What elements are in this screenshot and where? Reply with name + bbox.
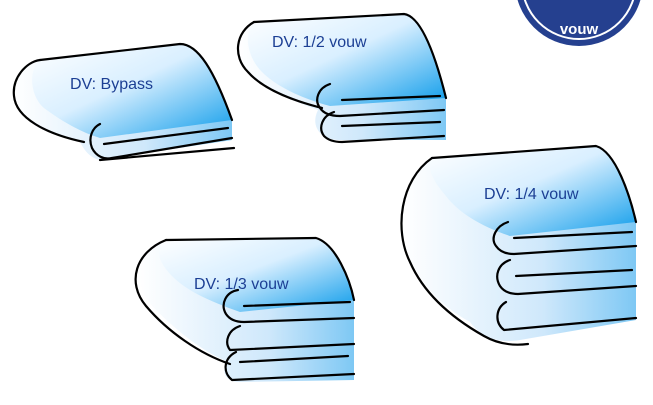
stack-bypass: DV: Bypass xyxy=(12,42,236,162)
bypass-top-sheet xyxy=(32,44,232,138)
third-fold-top-sheet xyxy=(158,238,354,312)
quarter-fold-top-sheet xyxy=(429,146,636,236)
stack-quarter-fold: DV: 1/4 vouw xyxy=(400,144,638,346)
label-half-fold: DV: 1/2 vouw xyxy=(272,34,367,51)
vouw-badge: vouw xyxy=(517,0,641,46)
stack-half-fold: DV: 1/2 vouw xyxy=(236,12,448,144)
label-bypass: DV: Bypass xyxy=(70,76,153,93)
label-quarter-fold: DV: 1/4 vouw xyxy=(484,186,579,203)
badge-text: vouw xyxy=(560,21,599,38)
badge-circle xyxy=(517,0,641,46)
badge-ring xyxy=(523,0,635,40)
label-third-fold: DV: 1/3 vouw xyxy=(194,276,289,293)
stack-third-fold: DV: 1/3 vouw xyxy=(134,236,356,382)
half-fold-top-sheet xyxy=(247,14,446,106)
